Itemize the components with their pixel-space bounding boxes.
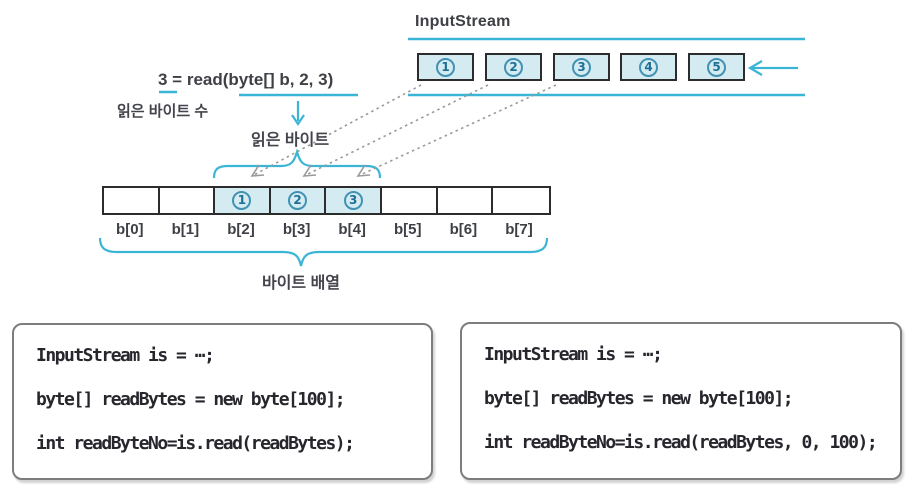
byte-cell-0 — [104, 188, 160, 213]
code-line: byte[] readBytes = new byte[100]; — [36, 389, 346, 410]
code-line: InputStream is = ⋯; — [36, 345, 215, 366]
read-bytes-label: 읽은 바이트 — [251, 132, 330, 149]
stream-byte-1: 1 — [417, 53, 474, 81]
code-box-read-simple: InputStream is = ⋯; byte[] readBytes = n… — [12, 323, 433, 480]
byte-array-index-labels: b[0] b[1] b[2] b[3] b[4] b[5] b[6] b[7] — [102, 221, 547, 238]
byte-transfer-lines — [251, 84, 557, 177]
stream-direction-arrow-icon — [747, 60, 798, 76]
stream-byte-3: 3 — [553, 53, 610, 81]
inputstream-title: InputStream — [415, 13, 511, 30]
read-call-expression: 3 = read(byte[] b, 2, 3) — [158, 70, 334, 89]
circled-number-2: 2 — [504, 57, 523, 77]
circled-number-2: 2 — [288, 191, 308, 210]
code-line: byte[] readBytes = new byte[100]; — [484, 388, 794, 409]
stream-byte-2: 2 — [485, 53, 542, 81]
down-arrow-icon — [291, 101, 305, 126]
index-label-b4: b[4] — [338, 221, 366, 238]
index-label-b2: b[2] — [227, 221, 255, 238]
circled-number-1: 1 — [436, 57, 455, 77]
byte-array: 1 2 3 — [102, 186, 551, 215]
code-line: InputStream is = ⋯; — [484, 344, 663, 365]
code-line: int readByteNo=is.read(readBytes); — [36, 433, 355, 454]
circled-number-5: 5 — [707, 57, 726, 77]
index-label-b7: b[7] — [505, 221, 533, 238]
byte-array-brace — [98, 237, 549, 267]
stream-byte-4: 4 — [620, 53, 677, 81]
read-count-label: 읽은 바이트 수 — [117, 103, 209, 120]
circled-number-3: 3 — [343, 191, 363, 210]
byte-cell-3: 2 — [270, 188, 327, 213]
byte-cell-6 — [437, 188, 494, 213]
byte-cell-2: 1 — [215, 188, 271, 213]
byte-cell-4: 3 — [326, 188, 382, 213]
read-bytes-brace — [212, 148, 382, 179]
byte-cell-1 — [159, 188, 216, 213]
byte-cell-7 — [493, 188, 549, 213]
stream-byte-5: 5 — [688, 53, 745, 81]
index-label-b1: b[1] — [171, 221, 200, 238]
byte-cell-5 — [381, 188, 438, 213]
circled-number-3: 3 — [572, 57, 591, 77]
circled-number-4: 4 — [639, 57, 658, 77]
index-label-b5: b[5] — [394, 221, 422, 238]
index-label-b6: b[6] — [449, 221, 478, 238]
circled-number-1: 1 — [232, 191, 252, 210]
byte-transfer-arrowheads — [250, 164, 371, 177]
code-box-read-offset: InputStream is = ⋯; byte[] readBytes = n… — [460, 322, 902, 480]
index-label-b0: b[0] — [116, 221, 144, 238]
byte-array-label: 바이트 배열 — [261, 275, 341, 292]
code-line: int readByteNo=is.read(readBytes, 0, 100… — [484, 432, 878, 453]
index-label-b3: b[3] — [282, 221, 311, 238]
